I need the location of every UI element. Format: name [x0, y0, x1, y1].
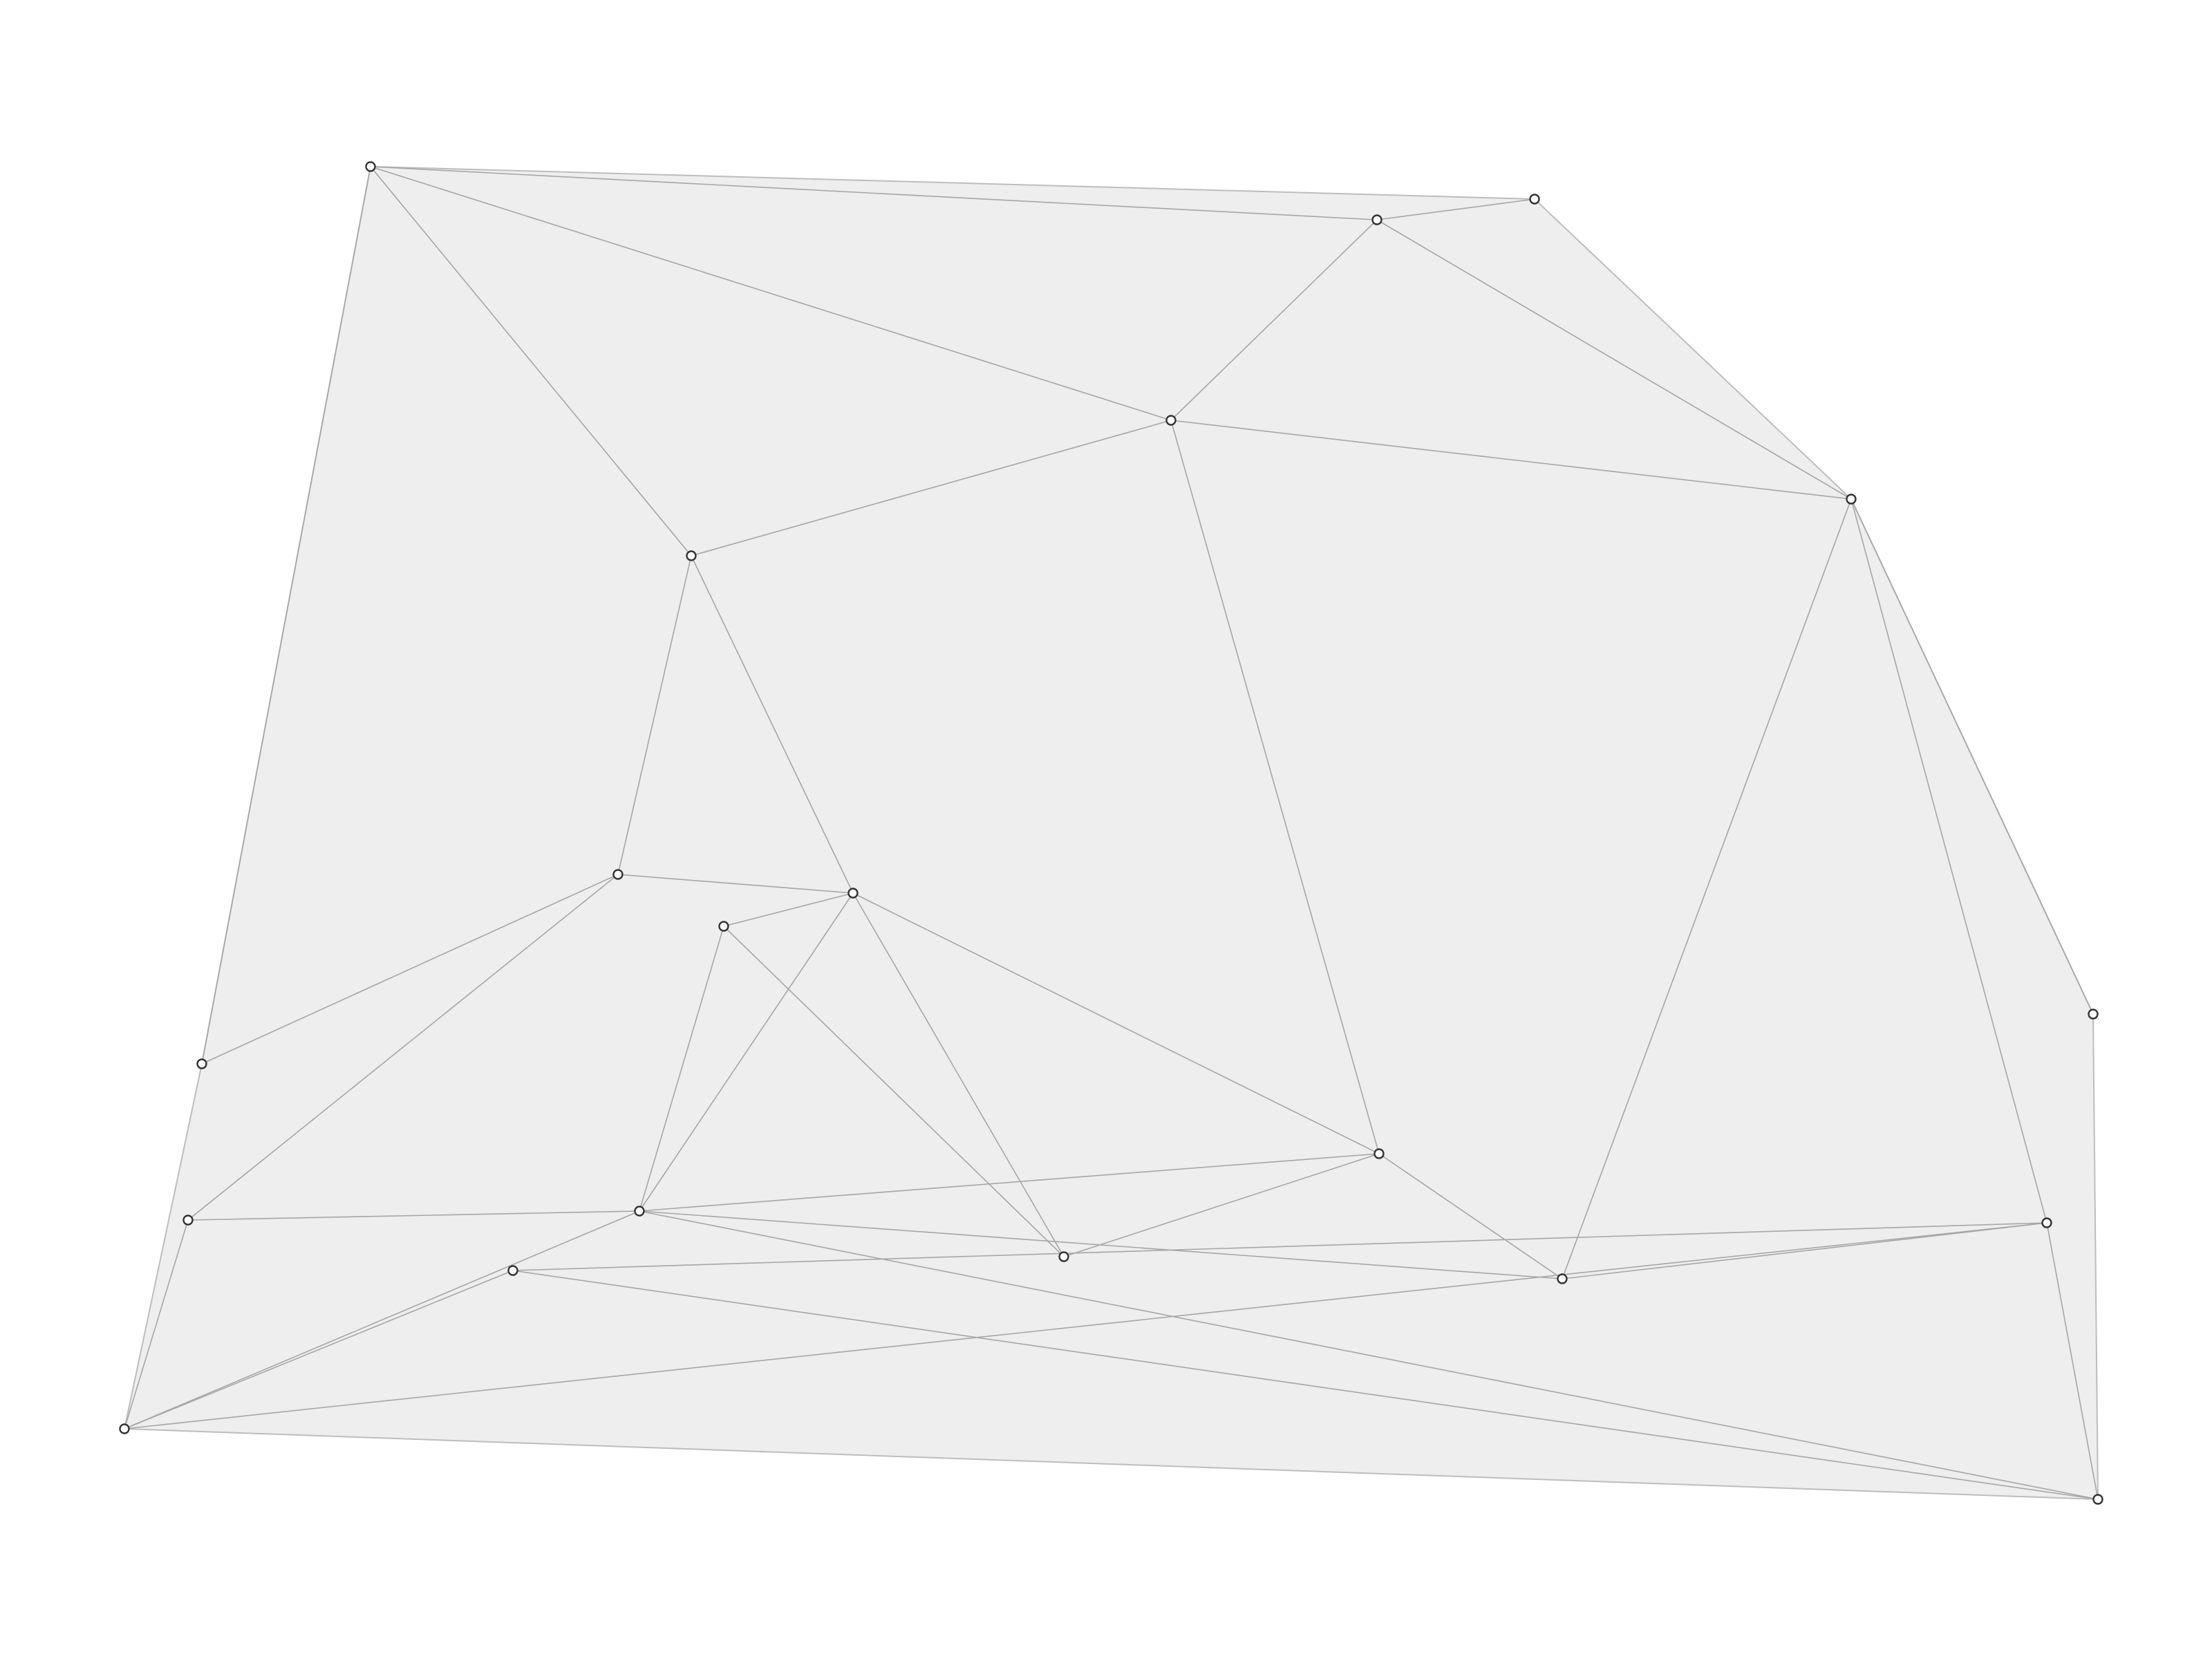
edge-9-11	[852, 892, 1065, 1257]
edge-6-8	[201, 874, 619, 1065]
edges-layer	[124, 166, 2099, 1500]
vertex-circle-icon-13	[718, 921, 729, 932]
vertex-circle-icon-4	[1846, 494, 1857, 505]
edge-13-16	[639, 926, 724, 1212]
vertex-circle-icon-15	[2041, 1217, 2052, 1228]
edge-17-18	[124, 1270, 514, 1430]
vertex-circle-icon-12	[182, 1215, 194, 1226]
edge-16-19	[639, 1210, 2099, 1500]
edge-4-15	[1850, 498, 2047, 1224]
edge-9-10	[852, 892, 1380, 1154]
edge-15-19	[2046, 1222, 2099, 1500]
vertex-circle-icon-10	[1374, 1148, 1385, 1159]
vertex-circle-icon-9	[847, 888, 859, 899]
edge-1-3	[1170, 219, 1378, 421]
edge-18-19	[512, 1270, 2099, 1500]
edge-12-17	[124, 1219, 189, 1430]
vertex-circle-icon-6	[612, 869, 624, 880]
edge-14-16	[639, 1210, 1563, 1280]
vertex-circle-icon-2	[1529, 194, 1540, 205]
convex-hull-region	[124, 166, 2099, 1500]
edge-3-5	[691, 420, 1172, 556]
edge-1-4	[1376, 219, 1852, 500]
vertices-layer	[119, 161, 2103, 1505]
edge-10-14	[1378, 1153, 1563, 1280]
vertex-circle-icon-5	[686, 550, 697, 561]
edge-12-16	[187, 1210, 640, 1221]
edge-11-13	[723, 926, 1065, 1257]
edge-4-14	[1562, 498, 1852, 1280]
vertex-circle-icon-17	[119, 1423, 130, 1434]
edge-0-1	[370, 166, 1378, 221]
vertex-circle-icon-18	[507, 1265, 518, 1276]
edge-5-6	[617, 555, 692, 875]
vertex-circle-icon-8	[196, 1058, 207, 1069]
edge-4-7	[1850, 498, 2094, 1015]
edge-15-18	[512, 1222, 2047, 1271]
edge-10-11	[1063, 1153, 1380, 1257]
vertex-circle-icon-11	[1058, 1251, 1069, 1262]
vertex-circle-icon-1	[1371, 214, 1382, 225]
edge-0-3	[370, 166, 1172, 421]
edge-15-17	[124, 1222, 2047, 1430]
edge-16-17	[124, 1210, 640, 1430]
edge-3-10	[1170, 420, 1380, 1154]
edge-10-16	[639, 1153, 1380, 1212]
vertex-circle-icon-16	[634, 1206, 645, 1217]
vertex-circle-icon-19	[2092, 1494, 2103, 1505]
edge-1-2	[1376, 198, 1535, 221]
edge-14-15	[1562, 1222, 2047, 1280]
edge-6-12	[187, 874, 619, 1221]
edge-9-16	[639, 892, 854, 1212]
edge-6-9	[617, 874, 854, 894]
edge-3-4	[1170, 420, 1852, 500]
vertex-circle-icon-3	[1165, 415, 1177, 426]
vertex-circle-icon-0	[365, 161, 376, 172]
edge-0-5	[370, 166, 692, 556]
edge-5-9	[691, 555, 854, 894]
vertex-circle-icon-14	[1557, 1273, 1568, 1284]
edge-9-13	[723, 892, 854, 927]
edge-0-8	[201, 166, 371, 1065]
vertex-circle-icon-7	[2088, 1009, 2099, 1020]
